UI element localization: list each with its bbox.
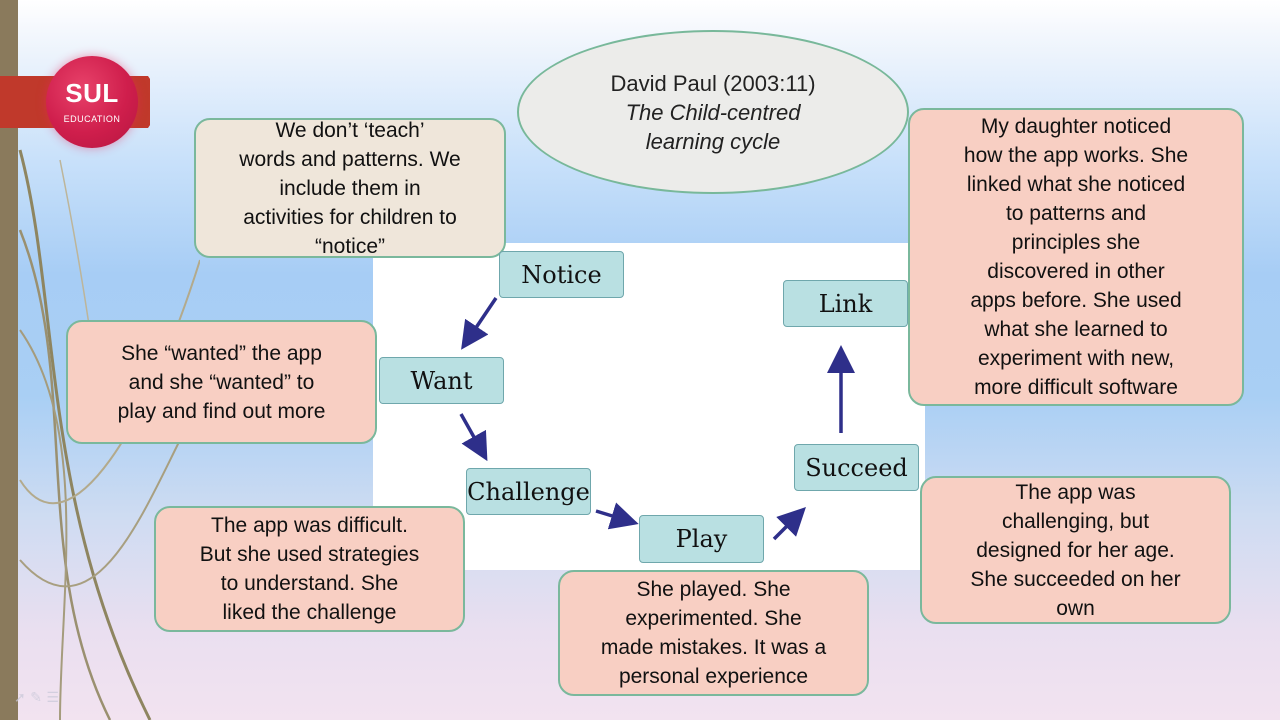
citation-title-line2: learning cycle bbox=[645, 128, 781, 154]
citation-ellipse: David Paul (2003:11) The Child-centred l… bbox=[517, 30, 909, 194]
pen-icon[interactable]: ✎ bbox=[30, 690, 42, 706]
left-decorative-bar bbox=[0, 0, 18, 720]
logo-main-text: SUL bbox=[65, 78, 119, 108]
note-notice: We don’t ‘teach’ words and patterns. We … bbox=[194, 118, 506, 258]
logo-sub-text: EDUCATION bbox=[63, 114, 121, 124]
menu-icon[interactable]: ☰ bbox=[46, 690, 59, 706]
citation-title-line1: The Child-centred bbox=[625, 99, 801, 125]
step-play: Play bbox=[639, 515, 764, 563]
arrow-notice-to-want bbox=[461, 297, 498, 350]
arrow-challenge-to-play bbox=[595, 502, 639, 530]
step-notice: Notice bbox=[499, 251, 624, 298]
step-challenge: Challenge bbox=[466, 468, 591, 515]
note-play: She played. She experimented. She made m… bbox=[558, 570, 869, 696]
step-want: Want bbox=[379, 357, 504, 404]
pointer-icon[interactable]: ➚ bbox=[14, 690, 26, 706]
arrow-want-to-challenge bbox=[459, 413, 488, 462]
citation-author: David Paul (2003:11) bbox=[610, 70, 816, 96]
sul-education-logo: SUL EDUCATION bbox=[46, 56, 138, 148]
step-link: Link bbox=[783, 280, 908, 327]
arrow-play-to-succeed bbox=[772, 507, 806, 541]
note-challenge: The app was difficult. But she used stra… bbox=[154, 506, 465, 632]
slideshow-controls[interactable]: ➚ ✎ ☰ bbox=[14, 690, 59, 706]
note-want: She “wanted” the app and she “wanted” to… bbox=[66, 320, 377, 444]
note-succeed: The app was challenging, but designed fo… bbox=[920, 476, 1231, 624]
note-link: My daughter noticed how the app works. S… bbox=[908, 108, 1244, 406]
step-succeed: Succeed bbox=[794, 444, 919, 491]
